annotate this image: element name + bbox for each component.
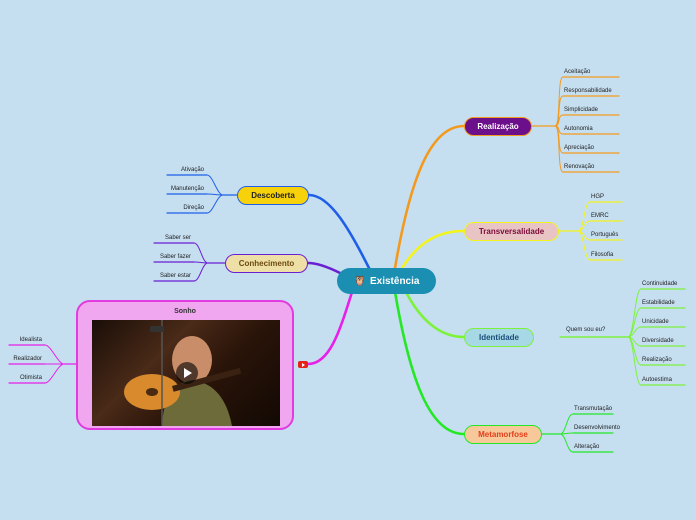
leaf-connector (627, 336, 642, 386)
node-descoberta[interactable]: Descoberta (237, 186, 309, 205)
node-label: Metamorfose (478, 430, 528, 439)
leaf-realizacao[interactable]: Autonomia (564, 126, 593, 132)
play-button[interactable] (176, 362, 198, 384)
node-sonho[interactable]: Sonho (76, 300, 294, 430)
leaf-identidade[interactable]: Autoestima (642, 377, 673, 383)
guitarist-image (124, 320, 242, 426)
leaf-realizacao[interactable]: Responsabilidade (564, 88, 612, 94)
leaf-transversalidade[interactable]: Português (591, 232, 619, 238)
node-metamorfose[interactable]: Metamorfose (464, 425, 542, 444)
root-label: Existência (369, 275, 420, 287)
branch-connector-identidade (403, 288, 466, 339)
leaf-conhecimento[interactable]: Saber estar (159, 273, 191, 279)
leaf-sonho[interactable]: Otimista (19, 375, 42, 381)
leaf-connector (559, 413, 574, 435)
node-transversalidade[interactable]: Transversalidade (464, 222, 559, 241)
leaf-realizacao[interactable]: Simplicidade (564, 107, 599, 113)
leaf-connector (577, 230, 591, 261)
leaf-connector (44, 363, 65, 384)
node-label: Realização (477, 122, 519, 131)
leaf-transversalidade[interactable]: Filosofia (591, 252, 614, 258)
branch-connector-conhecimento (306, 261, 342, 275)
branch-connector-realizacao (393, 124, 466, 270)
node-label: Conhecimento (238, 259, 295, 268)
leaf-connector (44, 344, 65, 365)
leaf-connector (559, 433, 574, 453)
leaf-identidade[interactable]: Continuidade (642, 281, 678, 287)
node-label: Identidade (478, 333, 519, 342)
leaf-connector (627, 307, 642, 338)
leaf-conhecimento[interactable]: Saber ser (164, 235, 191, 241)
leaf-identidade[interactable]: Diversidade (642, 338, 674, 344)
identidade-question[interactable]: Quem sou eu? (566, 327, 606, 333)
leaf-conhecimento[interactable]: Saber fazer (159, 254, 191, 260)
node-realizacao[interactable]: Realização (464, 117, 532, 136)
owl-icon: 🦉 (353, 275, 366, 287)
leaf-realizacao[interactable]: Aceitação (564, 69, 591, 75)
node-label: Sonho (174, 308, 196, 315)
leaf-realizacao[interactable]: Renovação (564, 164, 595, 170)
branch-connector-transversalidade (400, 229, 466, 270)
video-thumbnail[interactable] (92, 320, 280, 426)
branch-connector-sonho (306, 290, 354, 366)
leaf-descoberta[interactable]: Ativação (180, 167, 204, 173)
leaf-connector (206, 174, 224, 196)
youtube-icon[interactable] (298, 361, 308, 368)
leaf-connector (206, 194, 224, 214)
leaf-realizacao[interactable]: Apreciação (564, 145, 595, 151)
leaf-connector (554, 125, 564, 173)
leaf-connector (577, 201, 591, 232)
leaf-connector (193, 262, 209, 282)
leaf-metamorfose[interactable]: Transmutação (574, 406, 613, 412)
leaf-identidade[interactable]: Realização (642, 357, 672, 363)
leaf-transversalidade[interactable]: EMRC (591, 213, 609, 219)
node-identidade[interactable]: Identidade (464, 328, 534, 347)
node-label: Transversalidade (478, 227, 545, 236)
branch-connector-descoberta (307, 193, 372, 272)
root-node[interactable]: 🦉 Existência (337, 268, 436, 294)
leaf-identidade[interactable]: Unicidade (642, 319, 669, 325)
leaf-metamorfose[interactable]: Alteração (574, 444, 600, 450)
node-conhecimento[interactable]: Conhecimento (225, 254, 308, 273)
leaf-descoberta[interactable]: Direção (183, 205, 204, 211)
leaf-transversalidade[interactable]: HGP (591, 194, 605, 200)
leaf-connector (627, 288, 642, 338)
leaf-connector (554, 95, 564, 127)
leaf-sonho[interactable]: Idealista (19, 337, 42, 343)
node-label: Descoberta (251, 191, 295, 200)
leaf-sonho[interactable]: Realizador (13, 356, 42, 362)
leaf-identidade[interactable]: Estabilidade (642, 300, 675, 306)
leaf-metamorfose[interactable]: Desenvolvimento (574, 425, 621, 431)
leaf-connector (193, 242, 209, 264)
leaf-descoberta[interactable]: Manutenção (170, 186, 204, 192)
branch-connector-metamorfose (393, 290, 466, 436)
